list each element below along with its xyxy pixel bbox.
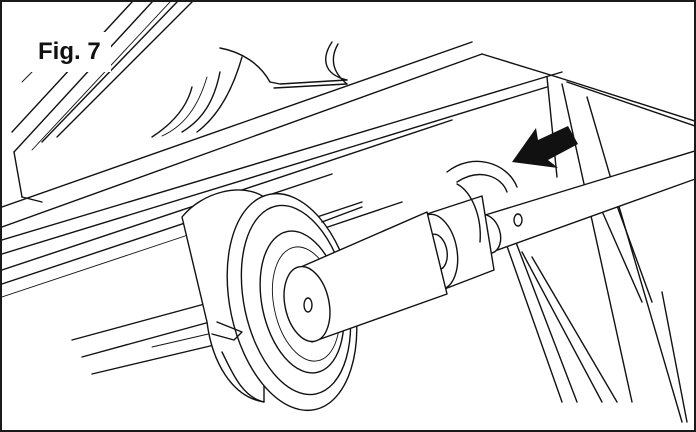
mounting-rod xyxy=(470,150,694,255)
axle-pin xyxy=(283,206,448,343)
figure-label: Fig. 7 xyxy=(30,32,111,72)
upper-housing xyxy=(11,2,348,203)
direction-arrow-icon xyxy=(512,126,578,168)
side-bracket xyxy=(481,53,694,423)
